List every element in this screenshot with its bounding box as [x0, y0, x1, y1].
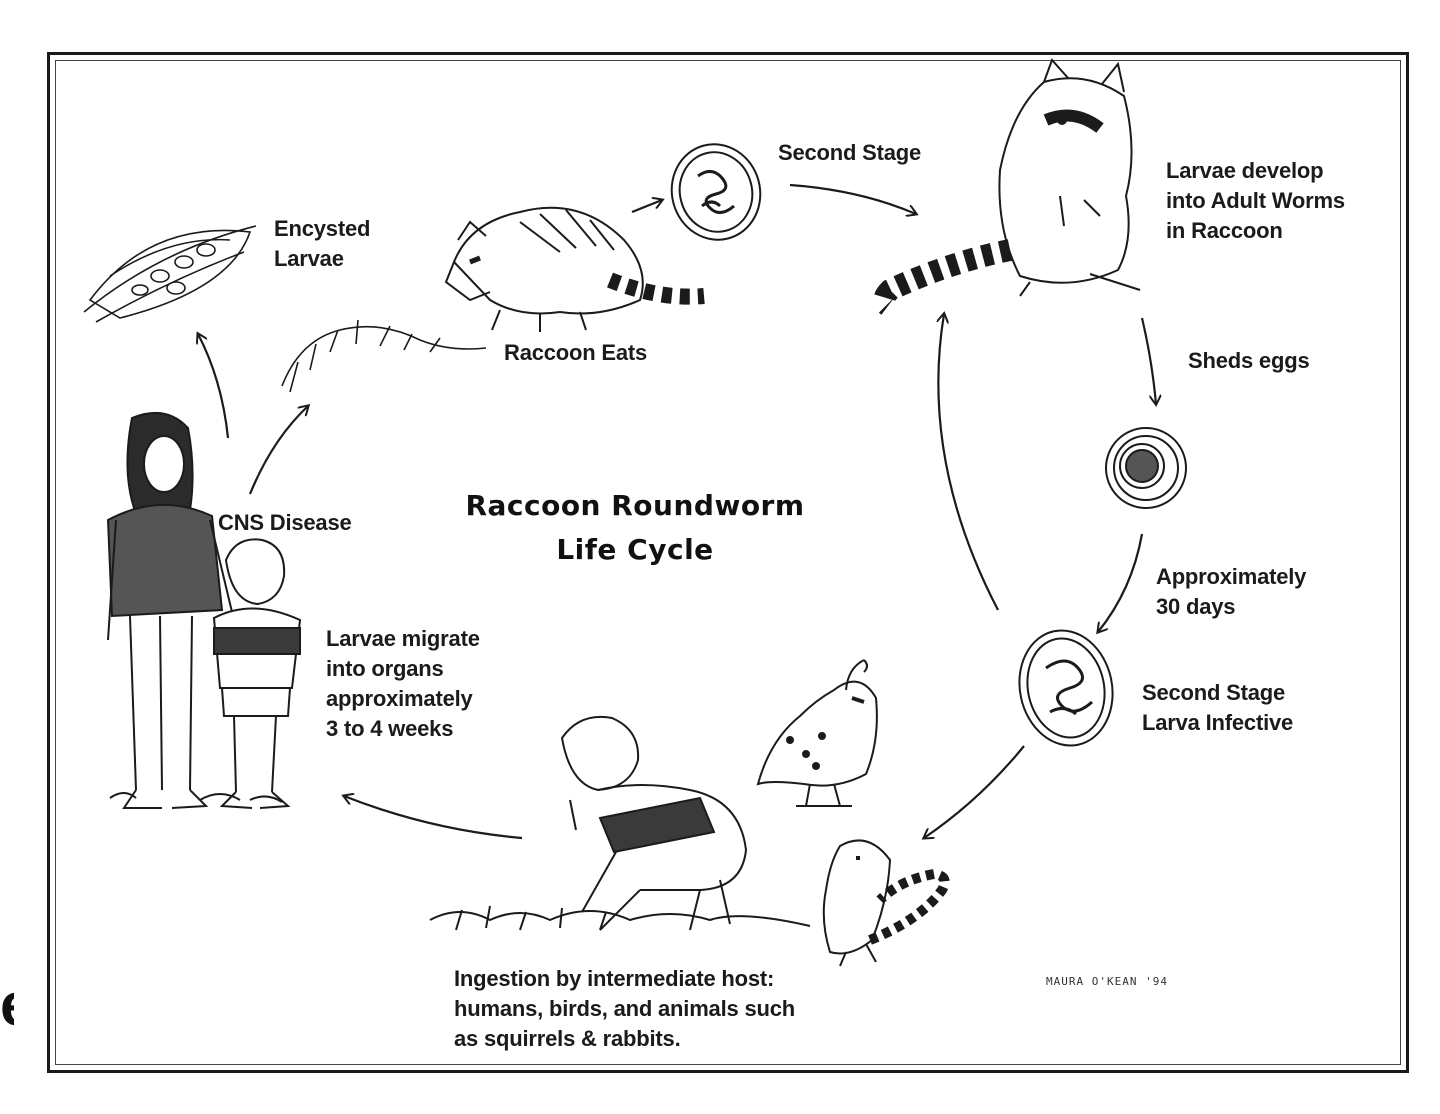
ground-food — [281, 319, 487, 393]
arrow-egg-to-raccoon — [789, 183, 916, 214]
label-second-stage-top: Second Stage — [778, 140, 922, 165]
arrow-to-raccoon-eats — [248, 406, 308, 495]
outer-frame — [47, 52, 1409, 1073]
label-second-stage-infective: Second Stage Larva Infective — [1142, 680, 1294, 735]
label-cns-disease: CNS Disease — [218, 510, 352, 535]
label-ingestion: Ingestion by intermediate host: humans, … — [454, 966, 795, 1051]
label-larvae-develop: Larvae develop into Adult Worms in Racco… — [1166, 158, 1345, 243]
arrow-to-intermediate-host — [924, 745, 1025, 838]
quail-bird — [756, 659, 878, 807]
child-crouching — [429, 716, 811, 931]
diagram-title: Raccoon Roundworm Life Cycle — [465, 489, 805, 566]
artist-signature: MAURA O'KEAN '94 — [1046, 975, 1168, 988]
label-raccoon-eats: Raccoon Eats — [504, 340, 648, 365]
arrow-30-days — [1098, 533, 1144, 632]
raccoon-eating — [444, 206, 705, 332]
encysted-larvae-tissue — [83, 225, 257, 323]
egg-infective — [1018, 629, 1114, 747]
label-approximately-30-days: Approximately 30 days — [1156, 564, 1307, 619]
woman-figure — [106, 411, 233, 809]
label-encysted-larvae: Encysted Larvae — [274, 216, 371, 271]
raccoon-adult-host — [873, 58, 1141, 315]
label-larvae-migrate: Larvae migrate into organs approximately… — [326, 626, 480, 741]
squirrel — [822, 839, 950, 967]
label-sheds-eggs: Sheds eggs — [1188, 348, 1310, 373]
arrow-child-to-humans — [344, 796, 523, 840]
egg-unembryonated — [1105, 427, 1187, 509]
child-standing — [109, 538, 302, 809]
arrow-to-encysted — [198, 334, 230, 439]
inner-frame — [55, 60, 1401, 1065]
cropped-edge-letter: e — [0, 975, 14, 1045]
arrow-infective-to-raccoon — [938, 314, 999, 611]
egg-second-stage-top — [670, 143, 762, 241]
arrow-sheds-eggs — [1140, 317, 1156, 404]
arrow-raccoon-to-egg — [631, 200, 662, 214]
